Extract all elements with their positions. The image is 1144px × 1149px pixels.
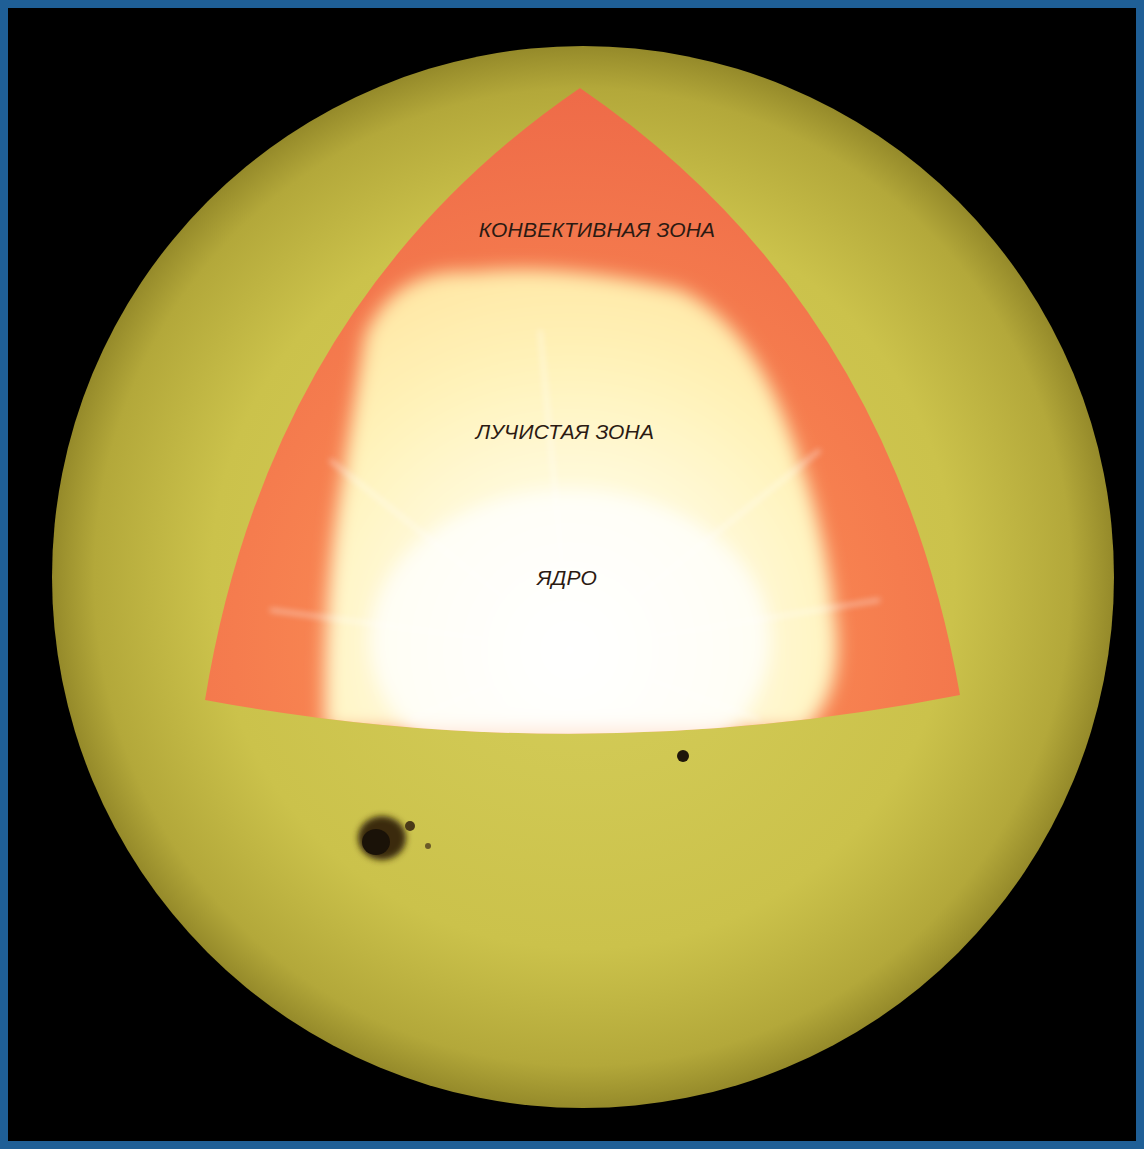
zone-label: ЛУЧИСТАЯ ЗОНА — [476, 420, 654, 444]
sunspots — [358, 750, 689, 860]
black-ground — [8, 8, 1136, 1141]
sun-disc — [52, 46, 1114, 1108]
zone-label: ЯДРО — [537, 566, 597, 590]
zone-label: КОНВЕКТИВНАЯ ЗОНА — [479, 218, 716, 242]
radiant-zone — [270, 269, 880, 790]
